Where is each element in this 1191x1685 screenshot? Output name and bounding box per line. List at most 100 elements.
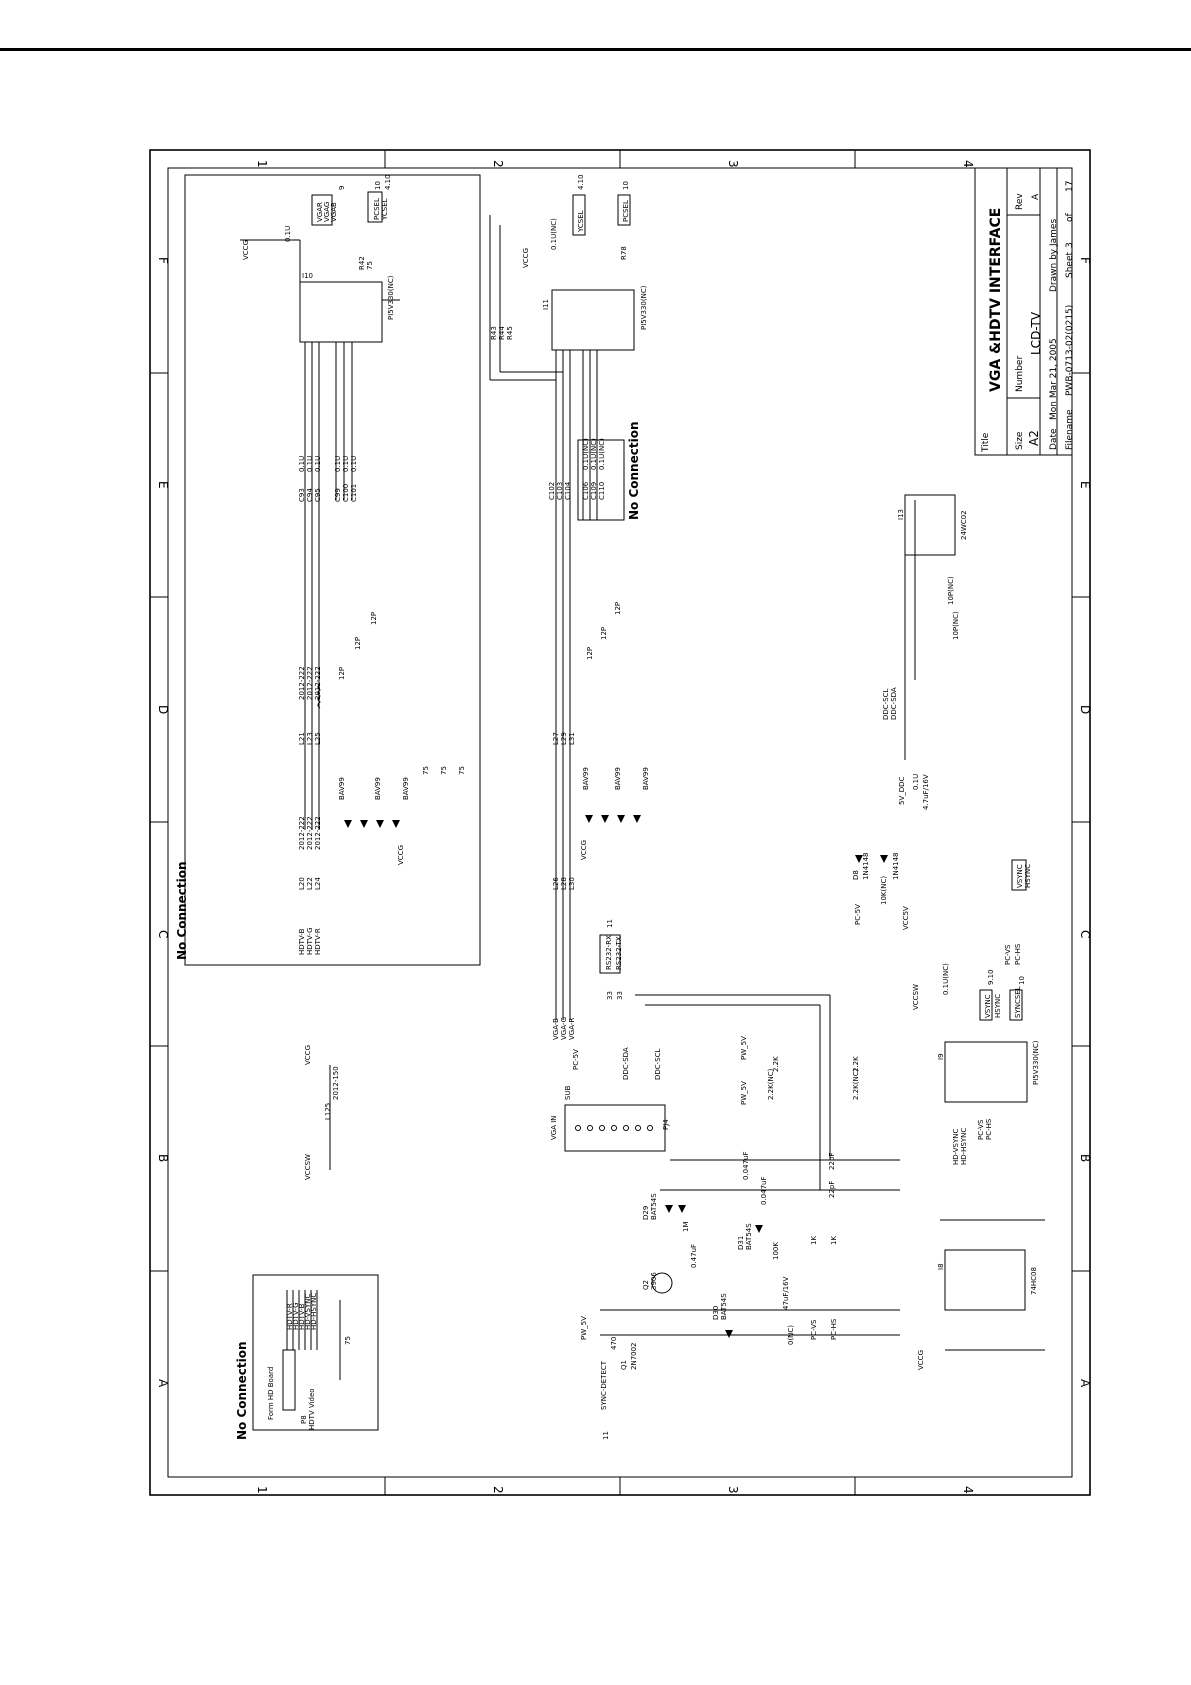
p8-hd-hs: HD-HSYNC [310,1293,318,1330]
hdtv-r-net: HDTV-R [314,928,322,955]
ferrite-top-3: 2012-222 [314,666,322,700]
l27-ref: L27 [552,732,560,745]
r1m-value: 1M [682,1222,690,1233]
in4148-1: 1N4148 [862,852,870,880]
pw5v-2: PW_5V [740,1036,748,1060]
ferrite-left-3: 2012-222 [314,816,322,850]
vccsw-i9: VCCSW [912,984,920,1010]
c97-value: 12P [354,637,362,650]
c94-ref: C94 [306,488,314,502]
hdtv-g-net: HDTV-G [306,927,314,955]
bav99-5: BAV99 [614,767,622,790]
d8-ref: D8 [852,870,860,880]
r44-ref: R44 [498,326,506,340]
date-label: Date [1049,428,1059,450]
c93-ref: C93 [298,488,306,502]
vgag-label: VGAG [323,202,331,222]
zone-b-left: B [156,1154,170,1162]
from-hd-board-label: Form HD Board [267,1367,275,1420]
zone-e-right: E [1078,481,1092,489]
p8-desc: HDTV Video [308,1388,316,1430]
r1k-1: 1K [810,1236,818,1245]
pc-vs-right: PC-VS [1004,944,1012,965]
vga-mux-block: I11 PI5V330(NC) YCSEL PCSEL VCCG 0.1U(NC… [489,194,650,1040]
diagram-title: VGA &HDTV INTERFACE [988,208,1004,392]
r100k-value: 100K [772,1242,780,1260]
number-value: LCD-TV [1029,311,1043,355]
c94-value: 0.1U [306,456,314,472]
ddc-scl-r: DDC-SCL [882,688,890,720]
no-connection-label-top: No Connection [175,862,189,961]
bav99-6: BAV99 [642,767,650,790]
c103-ref: C103 [556,482,564,500]
i13-part: 24WC02 [960,510,968,540]
zone-3-bottom: 3 [726,1486,740,1494]
i10-ref: I10 [302,272,313,280]
d30-ref: D30 [712,1306,720,1320]
hd-hsync-net: HD-HSYNC [960,1128,968,1165]
ref-10-mid: 10 [622,181,630,190]
title-label: Title [981,432,991,453]
p8-ref: P8 [300,1415,308,1424]
pj4-ref: PJ4 [662,1119,670,1130]
ferrite-left-1: 2012-222 [298,816,306,850]
vsync-i9: VSYNC [984,994,992,1018]
l30-ref: L30 [568,877,576,890]
zone-a-left: A [156,1379,170,1388]
r75-2: 75 [440,766,448,775]
c10p-1: 10P(NC) [947,576,955,605]
size-label: Size [1015,431,1025,450]
c101-value: 0.1U [350,456,358,472]
ferrite-top-2: 2012-222 [306,666,314,700]
top-rule [0,48,1191,51]
r75-1: 75 [422,766,430,775]
pw5v-1: PW_5V [740,1081,748,1105]
bav99-2: BAV99 [374,777,382,800]
pullup-block: PW_5V PW_5V 2.2K(NC) 2.2K 2.2K(NC) 2.2K [740,1036,860,1105]
ferrite-left-2: 2012-222 [306,816,314,850]
sheet-label: Sheet [1065,252,1075,278]
hdtv-input-block: No Connection I10 PI5V330(NC) VGAR VGAG … [175,174,481,966]
zone-4-bottom: 4 [961,1486,975,1494]
vgab-label: VGAB [330,202,338,222]
c104-ref: C104 [564,481,572,500]
vga-b-net: VGA-B [552,1018,560,1040]
r10k-nc: 10K(NC) [880,876,888,905]
bav99-4: BAV99 [582,767,590,790]
zone-d-left: D [156,705,170,714]
ref-11-rx: 11 [606,919,614,928]
l29-ref: L29 [560,732,568,745]
zone-b-right: B [1078,1154,1092,1162]
pc5v-net: PC-5V [572,1049,580,1070]
bat54s-3: BAT54S [720,1293,728,1320]
q2-ref: Q2 [642,1280,650,1290]
c95-value: 0.1U [314,456,322,472]
ref-10-i9: 10 [1018,976,1026,985]
r45-ref: R45 [506,326,514,340]
ref-9: 9 [338,186,346,190]
ddc-sda-r: DDC-SDA [890,687,898,720]
c100-ref: C100 [342,484,350,502]
bat54s-1: BAT54S [650,1193,658,1220]
pcsel-label: PCSEL [373,198,381,220]
l26-ref: L26 [552,877,560,890]
filename-label: Filename [1065,409,1075,450]
c101-ref: C101 [350,484,358,502]
d29-ref: D29 [642,1206,650,1220]
zone-e-left: E [156,481,170,489]
c106-value: 0.1U(NC) [582,438,590,470]
pw5v-q: PW_5V [580,1316,588,1340]
vsync-right: VSYNC [1016,864,1024,888]
l20-ref: L20 [298,877,306,890]
c105-value: 12P [586,647,594,660]
r470-value: 470 [610,1337,618,1350]
rs232-tx-net: RS232-TX [615,936,623,970]
date-value: Mon Mar 21, 2005 [1049,338,1059,420]
hsync-right: HSYNC [1024,864,1032,888]
c110-ref: C110 [598,482,606,500]
zone-2-top: 2 [491,160,505,168]
c93-value: 0.1U [298,456,306,472]
p8-hdtv-g: HDTV-G [292,1302,300,1330]
c92-value: 0.1U(NC) [550,218,558,250]
